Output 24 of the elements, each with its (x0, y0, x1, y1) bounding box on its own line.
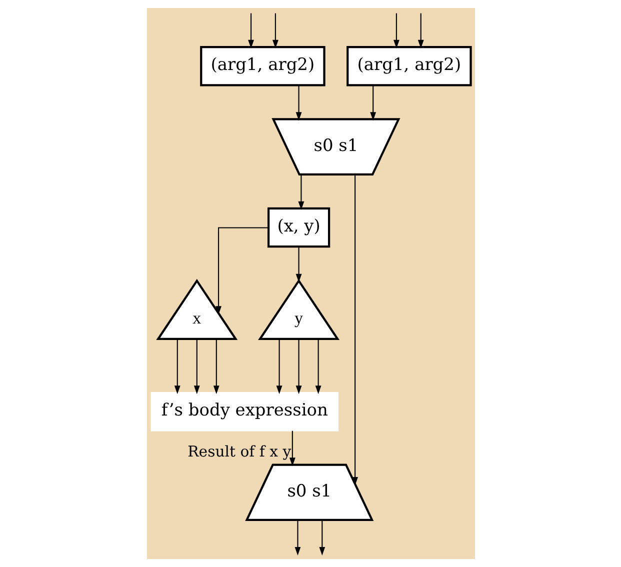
arrow (294, 520, 300, 556)
arrow (174, 339, 180, 394)
node-box: f’s body expression (150, 392, 338, 432)
arrow (417, 13, 424, 48)
arrow (193, 339, 200, 394)
arrow (295, 247, 302, 282)
arrow (318, 520, 325, 556)
arrow (314, 339, 321, 394)
arrow (248, 13, 254, 48)
node-box: (arg1, arg2) (346, 46, 472, 86)
arrow (295, 339, 302, 394)
arrow (298, 174, 304, 210)
arrow (272, 13, 278, 48)
arrow (215, 227, 268, 315)
arrow (212, 339, 219, 394)
node-box: (x, y) (266, 207, 330, 248)
node-box: (arg1, arg2) (200, 46, 325, 86)
arrow (392, 13, 399, 48)
arrow (276, 339, 282, 394)
arrow (370, 85, 376, 121)
arrow (352, 174, 358, 486)
arrow (288, 430, 295, 466)
arrow (295, 85, 302, 121)
edge-label: Result of f x y (187, 442, 291, 460)
